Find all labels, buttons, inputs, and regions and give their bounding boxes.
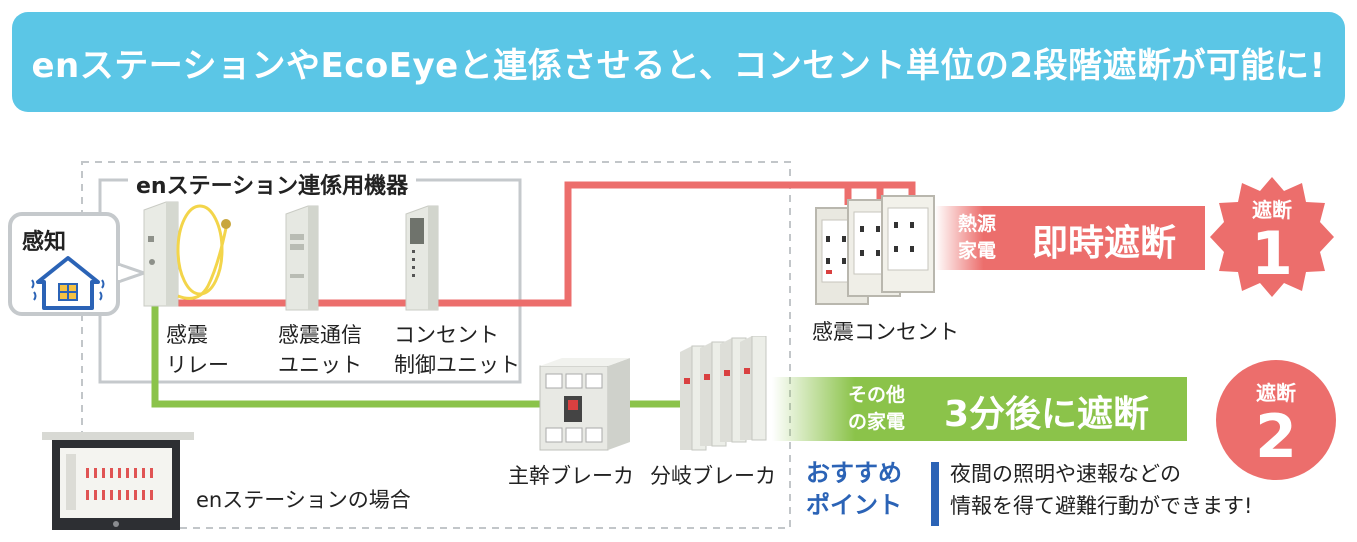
starburst-shape — [1210, 177, 1334, 297]
recommend-point-label: おすすめポイント — [806, 459, 902, 519]
seismic-relay-device — [143, 201, 231, 307]
group-label: enステーション連係用機器 — [128, 168, 417, 200]
house-icon — [31, 256, 105, 310]
recommend-divider — [931, 462, 939, 526]
sense-label: 感知 — [22, 230, 67, 255]
bubble-pointer — [118, 262, 144, 284]
main-breaker-device — [539, 358, 630, 451]
badge-1-number: 1 — [1251, 218, 1293, 289]
main-breaker-label: 主幹ブレーカ — [508, 464, 634, 488]
immediate-cutoff-label: 即時遮断 — [1032, 223, 1177, 264]
outlet-control-label: コンセント制御ユニット — [394, 323, 520, 377]
cutoff-badge-2: 遮断 2 — [1214, 358, 1338, 482]
badge-2-number: 2 — [1255, 401, 1297, 472]
quake-outlet-device — [815, 195, 935, 305]
banner-title: enステーションやEcoEyeと連係させると、コンセント単位の2段階遮断が可能に… — [31, 45, 1326, 86]
recommend-point-text: 夜間の照明や速報などの情報を得て避難行動ができます! — [950, 462, 1253, 518]
heat-appliance-band — [935, 206, 1205, 270]
other-appliance-band — [772, 377, 1187, 441]
circle-shape — [1216, 360, 1336, 480]
relay-label: 感震リレー — [166, 323, 229, 377]
badge-1-title: 遮断 — [1252, 197, 1292, 222]
branch-breaker-label: 分岐ブレーカ — [650, 464, 776, 488]
en-station-panel — [42, 432, 194, 530]
comm-unit-device — [285, 205, 319, 311]
title-banner: enステーションやEcoEyeと連係させると、コンセント単位の2段階遮断が可能に… — [12, 12, 1345, 112]
other-appliance-label: その他の家電 — [848, 384, 906, 433]
delayed-cutoff-label: 3分後に遮断 — [944, 394, 1150, 435]
cutoff-badge-1: 遮断 1 — [1210, 175, 1334, 299]
red-signal-line — [160, 181, 916, 307]
en-station-caption: enステーションの場合 — [196, 488, 411, 512]
badge-2-title: 遮断 — [1256, 380, 1296, 405]
branch-breaker-device — [680, 336, 767, 451]
green-signal-line — [151, 300, 690, 408]
comm-unit-label: 感震通信ユニット — [278, 323, 362, 377]
sense-bubble: 感知 — [8, 212, 120, 316]
quake-outlet-label: 感震コンセント — [812, 320, 959, 344]
heat-appliance-label: 熱源家電 — [958, 213, 997, 262]
outlet-control-device — [405, 205, 439, 311]
station-dashed-frame — [81, 161, 791, 529]
